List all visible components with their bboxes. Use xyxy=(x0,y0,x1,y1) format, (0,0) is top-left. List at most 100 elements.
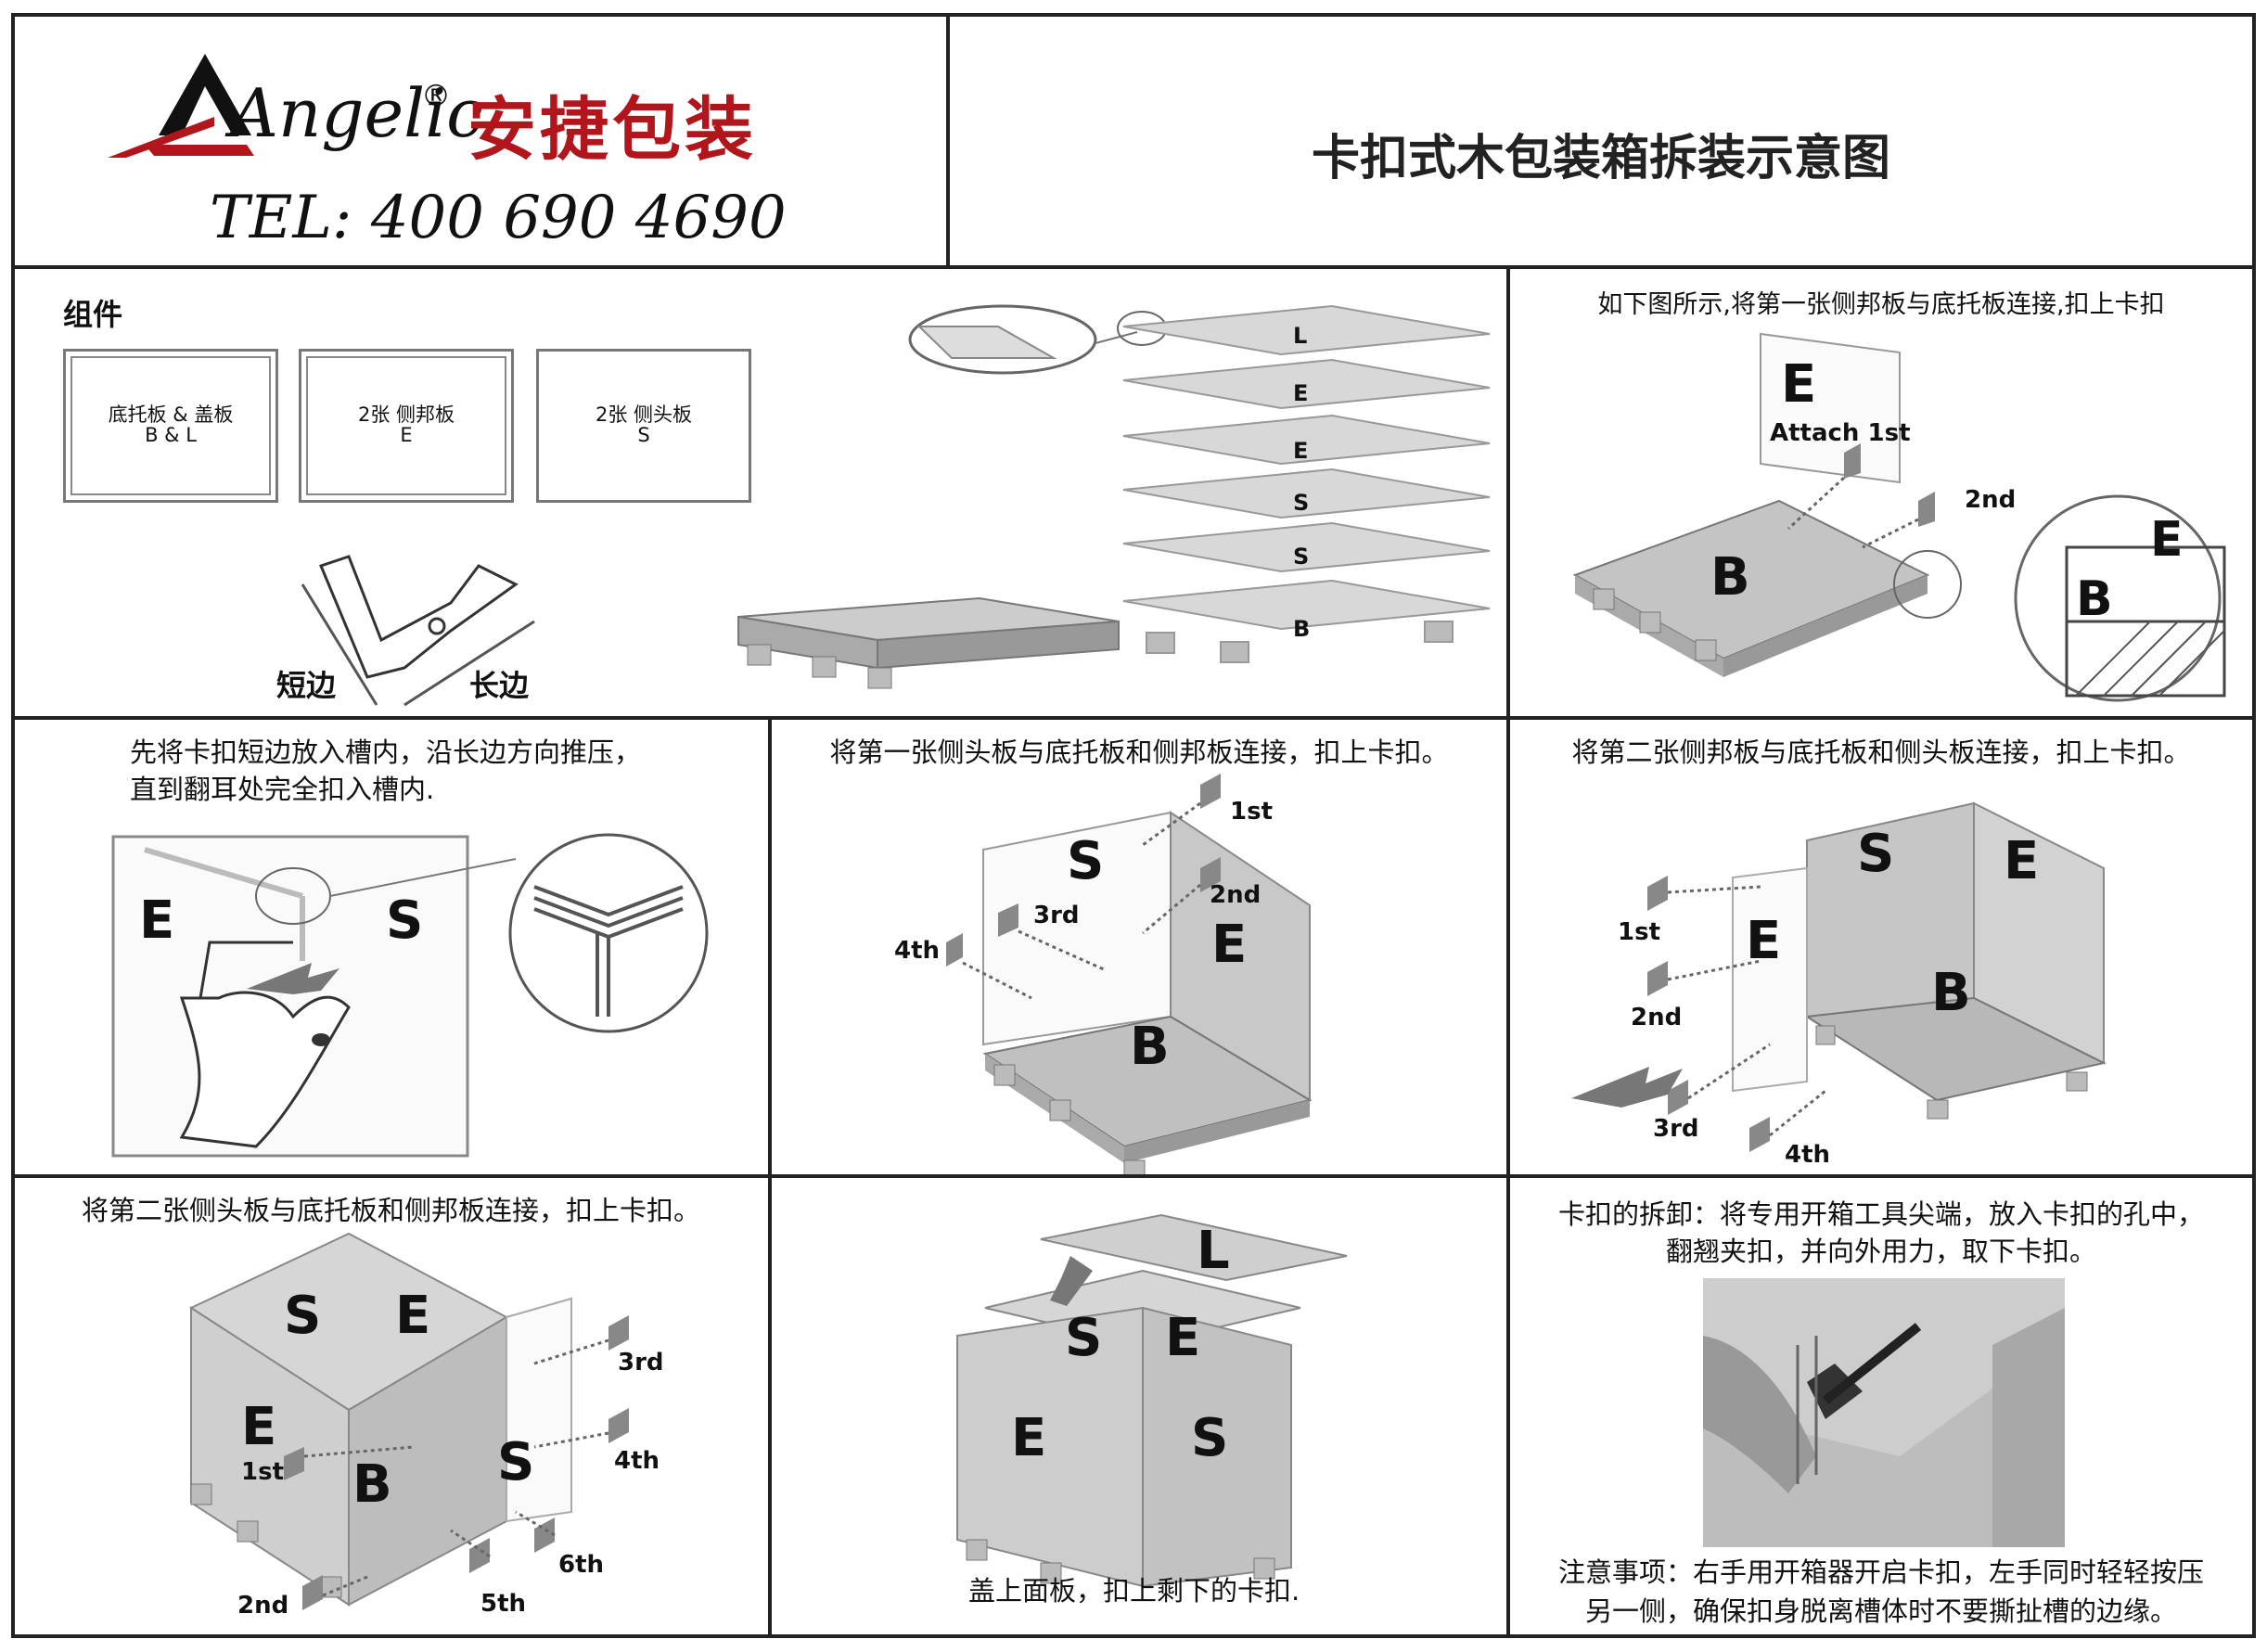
step4-panel: 将第二张侧邦板与底托板和侧头板连接，扣上卡扣。 S E E B 1st 2nd … xyxy=(1506,716,2256,1178)
step2-caption-line1: 先将卡扣短边放入槽内，沿长边方向推压， xyxy=(130,736,642,768)
step5-e-left-label: E xyxy=(241,1397,277,1457)
pallet-base-drawing xyxy=(737,596,1120,689)
clip-arrow-icon xyxy=(1647,876,1770,1152)
stack-label-l: L xyxy=(1293,323,1307,349)
tel-number: TEL: 400 690 4690 xyxy=(210,184,787,252)
step1-panel: 如下图所示,将第一张侧邦板与底托板连接,扣上卡扣 E Attach 1st 2n… xyxy=(1506,265,2256,720)
step4-drawing xyxy=(1571,801,2107,1152)
step5-s-top-label: S xyxy=(284,1286,322,1346)
step7-panel: 卡扣的拆卸：将专用开箱工具尖端，放入卡扣的孔中， 翻翘夹扣，并向外用力，取下卡扣… xyxy=(1506,1174,2256,1638)
step7-caption-line2: 翻翘夹扣，并向外用力，取下卡扣。 xyxy=(1665,1236,2096,1267)
push-arrow-icon xyxy=(1571,1067,1683,1108)
components-panel: 组件 底托板 & 盖板 B & L 2张 侧邦板 E 2张 侧头板 S xyxy=(11,265,1510,720)
step1-second-label: 2nd xyxy=(1965,486,2017,514)
step5-third-label: 3rd xyxy=(618,1349,664,1377)
zoom-circle-icon xyxy=(2014,494,2222,702)
step4-third-label: 3rd xyxy=(1653,1115,1699,1143)
clip-arrow-icon xyxy=(946,774,1221,967)
step3-fourth-label: 4th xyxy=(894,937,941,965)
stack-label-e1: E xyxy=(1293,380,1308,406)
stack-label-s2: S xyxy=(1293,544,1309,570)
step3-first-label: 1st xyxy=(1230,798,1273,826)
brand-registered: ® xyxy=(421,78,451,113)
step7-note-line1: 注意事项：右手用开箱器开启卡扣，左手同时轻轻按压 xyxy=(1557,1556,2204,1588)
step3-b-label: B xyxy=(1130,1017,1170,1077)
brand-chinese: 安捷包装 xyxy=(467,90,757,170)
step3-second-label: 2nd xyxy=(1210,881,1262,909)
step5-second-label: 2nd xyxy=(237,1592,289,1620)
step6-e-front-label: E xyxy=(1011,1408,1047,1468)
step5-panel: 将第二张侧头板与底托板和侧邦板连接，扣上卡扣。 S E E B S 1st 2n… xyxy=(11,1174,772,1638)
logo-mark-icon xyxy=(108,54,254,158)
zoom-circle-icon xyxy=(508,833,709,1033)
clip-short-label: 短边 xyxy=(276,668,337,703)
step4-caption: 将第二张侧邦板与底托板和侧头板连接，扣上卡扣。 xyxy=(1571,736,2191,768)
step1-caption: 如下图所示,将第一张侧邦板与底托板连接,扣上卡扣 xyxy=(1597,290,2165,319)
step1-zoom-b-label: B xyxy=(2076,571,2113,627)
step3-e-label: E xyxy=(1211,915,1248,975)
step2-drawing xyxy=(111,833,709,1158)
brand-latin: Angelic xyxy=(230,74,484,152)
step5-first-label: 1st xyxy=(241,1458,284,1486)
clip-arrow-icon xyxy=(1918,492,1935,527)
clip-long-label: 长边 xyxy=(469,668,530,703)
step5-sixth-label: 6th xyxy=(558,1551,605,1579)
step6-caption: 盖上面板，扣上剩下的卡扣. xyxy=(968,1575,1300,1607)
stack-label-s1: S xyxy=(1293,490,1309,516)
short-side-arrow xyxy=(301,583,378,706)
step5-s-right-label: S xyxy=(497,1432,535,1492)
step4-first-label: 1st xyxy=(1618,918,1660,946)
stack-label-e2: E xyxy=(1293,438,1308,464)
step5-drawing xyxy=(188,1232,629,1610)
push-arrow-icon xyxy=(247,963,339,994)
step3-panel: 将第一张侧头板与底托板和侧邦板连接，扣上卡扣。 S E B 1st 2nd 3r… xyxy=(768,716,1510,1178)
component-box-base-lid: 底托板 & 盖板 B & L xyxy=(63,349,278,503)
step6-s-front-label: S xyxy=(1191,1408,1229,1468)
step4-e-left-label: E xyxy=(1746,911,1782,971)
hand-icon xyxy=(179,991,351,1148)
step6-s-top-label: S xyxy=(1065,1308,1103,1368)
long-side-arrow xyxy=(403,620,535,707)
step4-s-label: S xyxy=(1857,824,1895,884)
title-panel: 卡扣式木包装箱拆装示意图 xyxy=(946,13,2256,269)
component-box-side-e: 2张 侧邦板 E xyxy=(299,349,514,503)
step1-b-label: B xyxy=(1710,547,1750,608)
clip-arrow-icon xyxy=(1844,443,1861,479)
panel-stack-drawing xyxy=(1122,304,1491,663)
step1-attach-label: Attach 1st xyxy=(1770,419,1911,447)
step6-drawing xyxy=(956,1213,1348,1588)
hand-icon xyxy=(1703,1336,1816,1493)
step1-zoom-e-label: E xyxy=(2150,512,2184,568)
clip-icon xyxy=(318,555,519,679)
step3-third-label: 3rd xyxy=(1033,902,1080,929)
clip-and-stack-drawing: L E E S S B xyxy=(301,304,1491,707)
step5-b-label: B xyxy=(352,1454,392,1515)
clip-arrow-icon xyxy=(284,1315,629,1610)
step2-e-label: E xyxy=(139,890,175,951)
step5-caption: 将第二张侧头板与底托板和侧邦板连接，扣上卡扣。 xyxy=(82,1195,701,1226)
step6-l-label: L xyxy=(1197,1221,1230,1281)
step4-fourth-label: 4th xyxy=(1785,1141,1831,1169)
step1-e-label: E xyxy=(1781,354,1817,415)
step1-drawing xyxy=(1572,332,2226,702)
step2-panel: 先将卡扣短边放入槽内，沿长边方向推压， 直到翻耳处完全扣入槽内. E S xyxy=(11,716,772,1178)
component-box-end-s: 2张 侧头板 S xyxy=(536,349,751,503)
stack-label-b: B xyxy=(1293,616,1310,642)
step6-panel: L S E E S 盖上面板，扣上剩下的卡扣. xyxy=(768,1174,1510,1638)
step2-s-label: S xyxy=(386,890,424,951)
step5-fourth-label: 4th xyxy=(614,1447,660,1475)
components-heading: 组件 xyxy=(63,297,123,332)
step7-note-line2: 另一侧，确保扣身脱离槽体时不要撕扯槽的边缘。 xyxy=(1584,1595,2177,1627)
step4-e-right-label: E xyxy=(2004,831,2040,891)
step4-second-label: 2nd xyxy=(1631,1004,1683,1031)
step7-caption-line1: 卡扣的拆卸：将专用开箱工具尖端，放入卡扣的孔中， xyxy=(1557,1198,2204,1230)
step3-caption: 将第一张侧头板与底托板和侧邦板连接，扣上卡扣。 xyxy=(829,736,1449,768)
step6-e-top-label: E xyxy=(1165,1308,1201,1368)
step3-drawing xyxy=(946,774,1313,1174)
step3-s-label: S xyxy=(1067,831,1105,891)
logo-panel: Angelic ® 安捷包装 TEL: 400 690 4690 xyxy=(11,13,950,269)
page-title: 卡扣式木包装箱拆装示意图 xyxy=(1311,131,1890,186)
step5-fifth-label: 5th xyxy=(480,1590,527,1618)
down-arrow-icon xyxy=(1050,1256,1093,1306)
step7-photo xyxy=(1703,1278,2065,1547)
